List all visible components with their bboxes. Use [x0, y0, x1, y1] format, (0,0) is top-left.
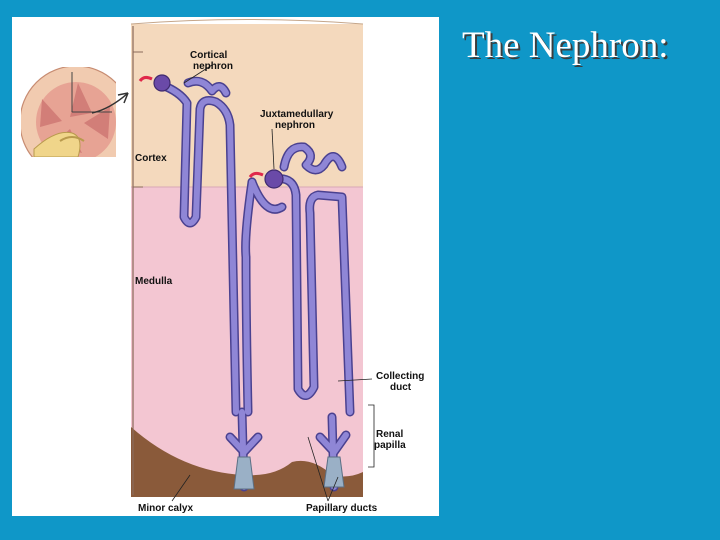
- label-papillary-ducts: Papillary ducts: [306, 503, 378, 514]
- label-medulla: Medulla: [135, 276, 173, 287]
- kidney-inset: [20, 66, 132, 178]
- cortical-glomerulus: [154, 75, 170, 91]
- label-renal-papilla-1: Renal: [376, 429, 403, 440]
- label-renal-papilla-2: papilla: [374, 440, 406, 451]
- nephron-diagram: Cortical nephron Juxtamedullary nephron …: [12, 17, 439, 516]
- label-cortex: Cortex: [135, 153, 167, 164]
- label-collecting-duct-1: Collecting: [376, 371, 424, 382]
- slide-title: The Nephron:: [462, 24, 669, 67]
- label-juxtamedullary-nephron-2: nephron: [275, 120, 315, 131]
- label-collecting-duct-2: duct: [390, 382, 412, 393]
- label-cortical-nephron-2: nephron: [193, 61, 233, 72]
- label-minor-calyx: Minor calyx: [138, 503, 193, 514]
- juxtamedullary-glomerulus: [265, 170, 283, 188]
- label-juxtamedullary-nephron-1: Juxtamedullary: [260, 109, 334, 120]
- label-cortical-nephron-1: Cortical: [190, 50, 227, 61]
- nephron-figure-panel: Cortical nephron Juxtamedullary nephron …: [12, 17, 439, 516]
